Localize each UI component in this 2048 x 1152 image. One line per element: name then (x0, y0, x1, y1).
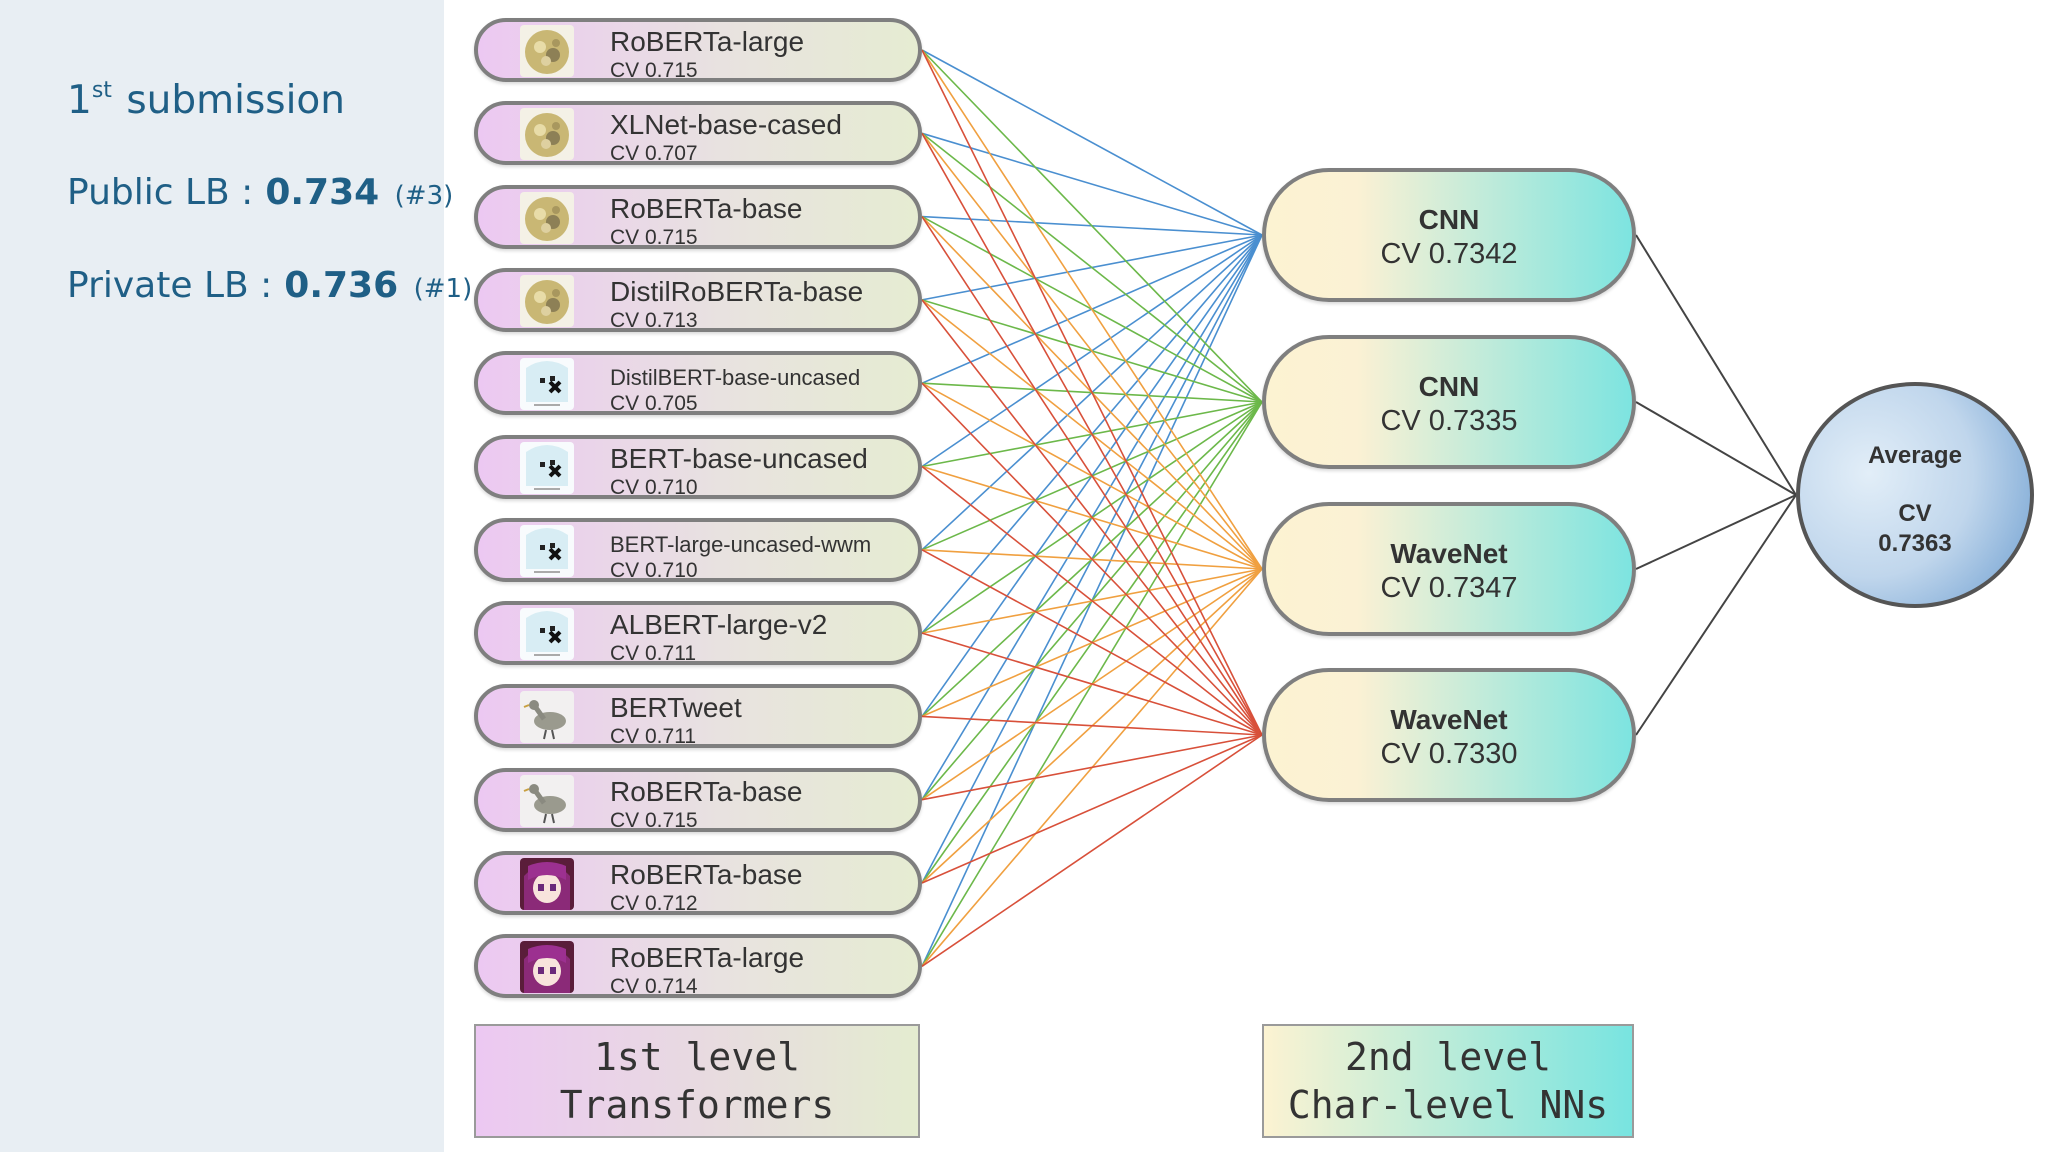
model-cv: CV 0.713 (610, 308, 698, 332)
link-line (921, 382, 1263, 736)
second-model-cv: CV 0.7342 (1380, 238, 1518, 270)
link-line (921, 715, 1263, 736)
link-line (921, 465, 1263, 736)
bird-icon (520, 774, 574, 827)
anime-character-icon (520, 858, 574, 910)
link-line (921, 132, 1263, 570)
link-line (921, 49, 1263, 236)
link-line (921, 216, 1263, 736)
huggingface-logo-icon (520, 274, 574, 327)
model-cv: CV 0.705 (610, 392, 698, 416)
model-cv: CV 0.707 (610, 142, 698, 166)
link-line (921, 132, 1263, 236)
second-model-name: WaveNet (1390, 538, 1508, 569)
legend-second-line2: Char-level NNs (1287, 1083, 1609, 1127)
legend-second-level: 2nd level Char-level NNs (1262, 1024, 1634, 1138)
model-name: DistilBERT-base-uncased (610, 365, 861, 391)
model-cv: CV 0.715 (610, 59, 698, 82)
model-cv: CV 0.710 (610, 558, 698, 582)
average-link-line (1635, 494, 1797, 570)
model-name: DistilRoBERTa-base (610, 275, 864, 307)
pixel-character-icon (520, 358, 574, 411)
sidebar-panel: 1st submission Public LB :0.734 (#3) Pri… (0, 0, 472, 1152)
model-name: RoBERTa-large (610, 942, 805, 974)
second-model-cv: CV 0.7330 (1380, 738, 1518, 770)
model-cv: CV 0.715 (610, 808, 698, 832)
link-line (921, 49, 1263, 736)
model-name: BERTweet (610, 692, 742, 724)
link-line (921, 734, 1263, 884)
link-line (921, 549, 1263, 736)
link-line (921, 132, 1263, 403)
anime-character-icon (520, 941, 574, 994)
huggingface-logo-icon (520, 191, 574, 244)
legend-first-level: 1st level Transformers (474, 1024, 920, 1138)
model-name: XLNet-base-cased (610, 109, 842, 141)
model-cv: CV 0.711 (610, 642, 696, 666)
second-model-cv: CV 0.7335 (1380, 405, 1518, 437)
second-model-name: CNN (1418, 371, 1480, 402)
model-name: BERT-base-uncased (610, 442, 868, 474)
model-cv: CV 0.712 (610, 892, 698, 915)
average-label: Average (1868, 442, 1962, 469)
huggingface-logo-icon (520, 108, 574, 161)
model-name: RoBERTa-large (610, 26, 805, 57)
link-line (921, 132, 1263, 736)
average-link-line (1635, 494, 1797, 736)
average-cv-value: 0.7363 (1878, 530, 1952, 557)
average-link-line (1635, 401, 1797, 496)
link-line (921, 734, 1263, 801)
bird-icon (520, 691, 574, 744)
pixel-character-icon (520, 524, 574, 577)
model-cv: CV 0.711 (610, 725, 696, 749)
average-node: Average CV 0.7363 (1796, 382, 2034, 608)
link-line (921, 49, 1263, 403)
model-cv: CV 0.710 (610, 475, 698, 499)
second-model-name: WaveNet (1390, 704, 1508, 735)
legend-second-line1: 2nd level (1345, 1035, 1551, 1079)
legend-first-line2: Transformers (559, 1083, 835, 1127)
model-name: RoBERTa-base (610, 859, 803, 890)
average-link-line (1635, 234, 1797, 496)
link-line (921, 49, 1263, 570)
second-model-name: CNN (1418, 204, 1480, 235)
link-line (921, 734, 1263, 967)
public-lb-score: Public LB :0.734 (#3) (67, 172, 454, 213)
private-lb-score: Private LB :0.736 (#1) (67, 265, 473, 306)
model-cv: CV 0.715 (610, 225, 698, 249)
average-cv-label: CV (1898, 500, 1932, 527)
huggingface-logo-icon (520, 25, 574, 77)
link-line (921, 299, 1263, 736)
legend-first-line1: 1st level (594, 1035, 800, 1079)
second-model-cv: CV 0.7347 (1380, 572, 1518, 604)
pixel-character-icon (520, 608, 574, 661)
model-name: BERT-large-uncased-wwm (610, 531, 872, 557)
model-name: RoBERTa-base (610, 192, 803, 224)
model-cv: CV 0.714 (610, 975, 698, 999)
model-name: ALBERT-large-v2 (610, 609, 828, 641)
model-name: RoBERTa-base (610, 775, 803, 807)
link-line (921, 632, 1263, 736)
pixel-character-icon (520, 441, 574, 494)
submission-title: 1st submission (67, 78, 345, 123)
